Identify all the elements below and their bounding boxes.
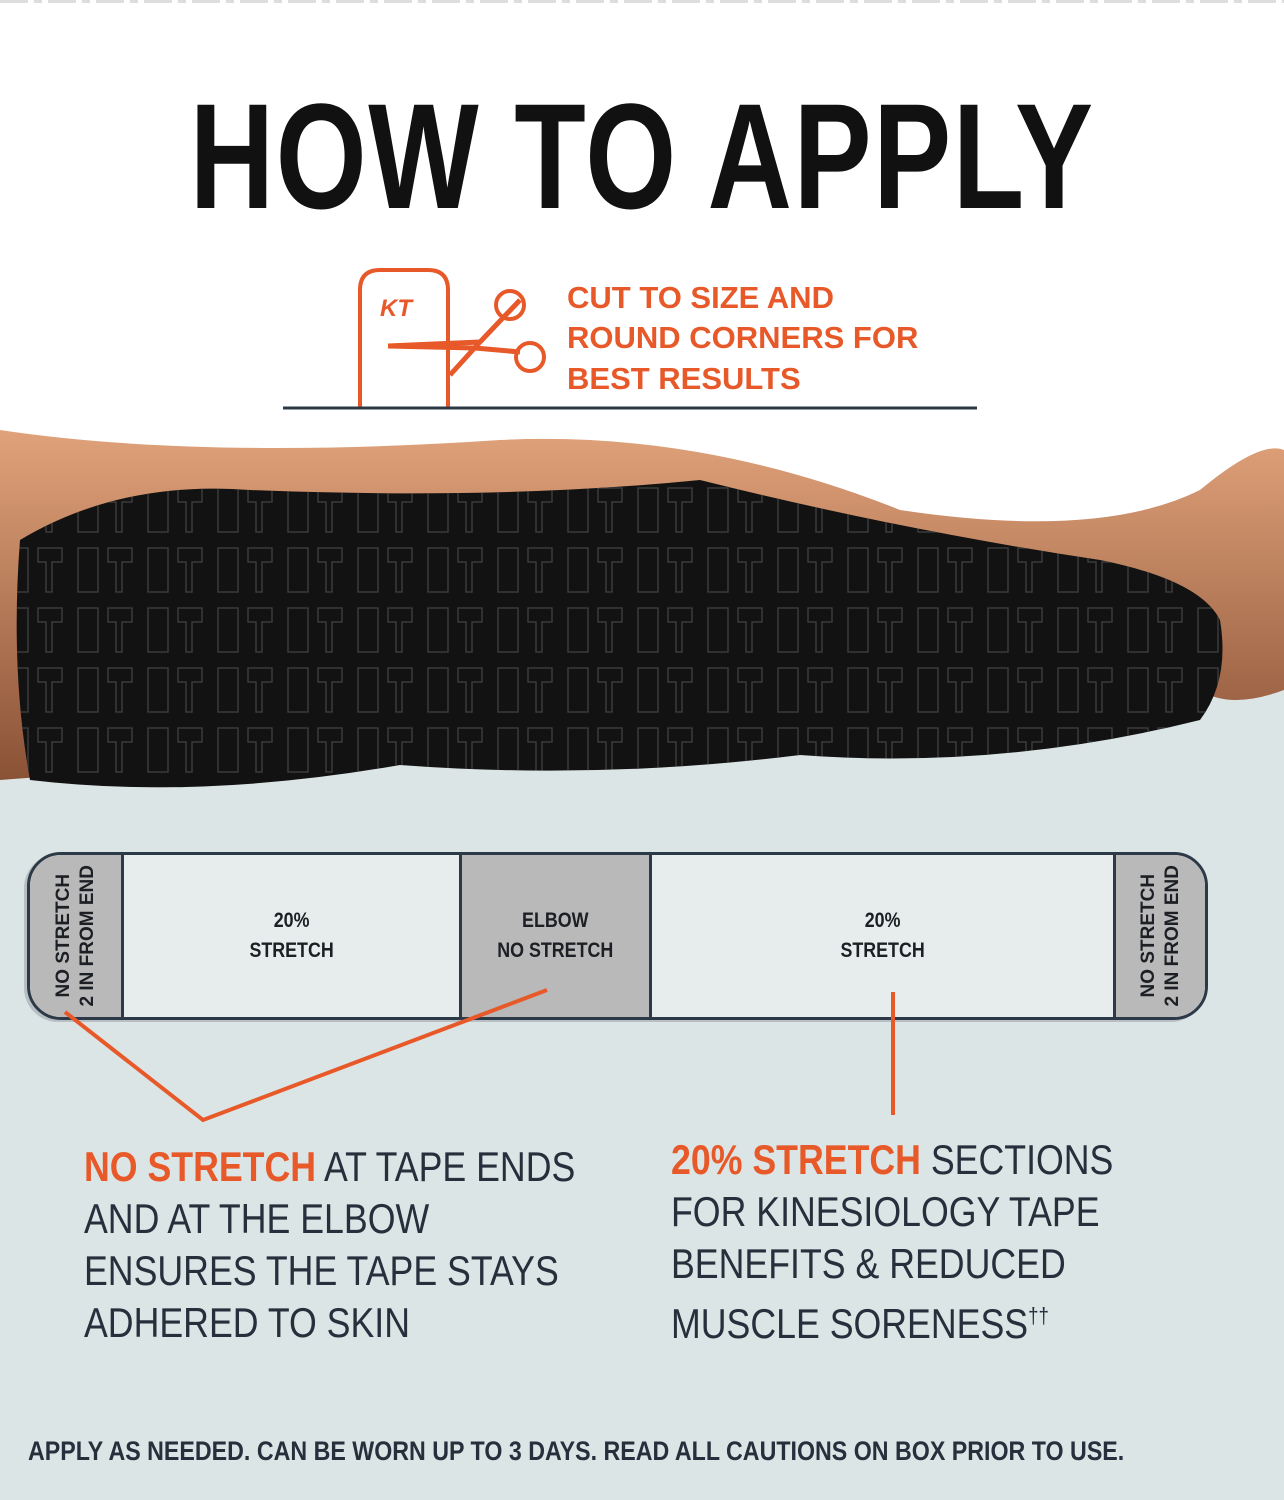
stretch-note: 20% STRETCH SECTIONS FOR KINESIOLOGY TAP… xyxy=(671,1136,1114,1347)
cut-icon xyxy=(283,268,977,410)
dashed-border xyxy=(0,0,1284,3)
cut-line-1: CUT TO SIZE AND xyxy=(567,280,834,315)
scissors-icon xyxy=(387,289,546,377)
kt-logo: KT xyxy=(380,295,412,322)
no-stretch-note: NO STRETCH AT TAPE ENDS AND AT THE ELBOW… xyxy=(84,1143,576,1346)
footer-note: APPLY AS NEEDED. CAN BE WORN UP TO 3 DAY… xyxy=(28,1436,1125,1466)
callout-lines xyxy=(63,988,895,1123)
lower-background xyxy=(0,690,1284,1500)
segment-20-stretch-left: 20%STRETCH xyxy=(124,855,462,1017)
arm-with-tape-image xyxy=(0,430,1284,788)
page-title: HOW TO APPLY xyxy=(189,72,1095,240)
cut-line-2: ROUND CORNERS FOR xyxy=(567,320,919,355)
cut-line-3: BEST RESULTS xyxy=(567,361,801,396)
segment-20-stretch-right: 20%STRETCH xyxy=(652,855,1116,1017)
